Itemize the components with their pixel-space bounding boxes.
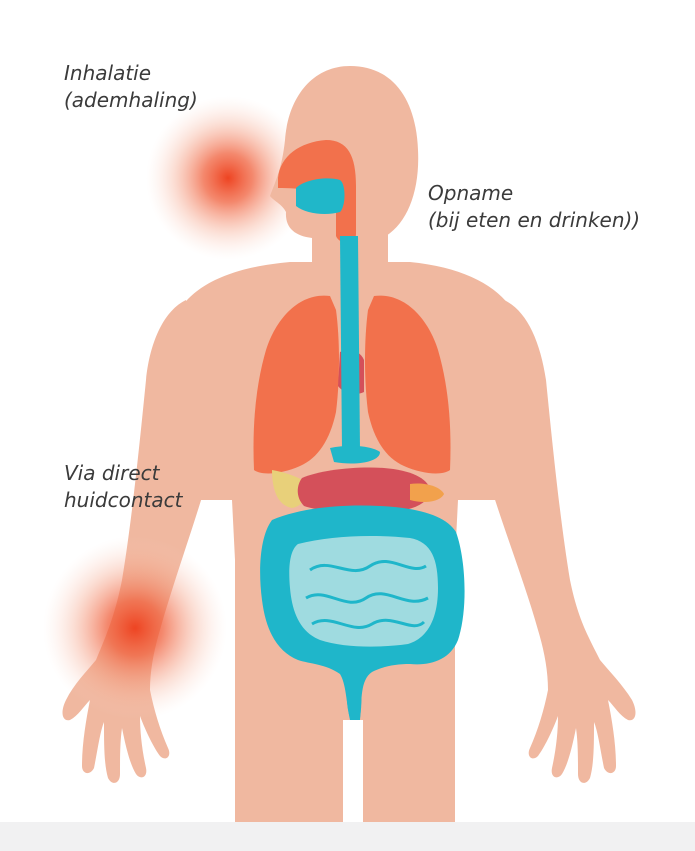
label-inhalation-line2: (ademhaling) [64, 87, 198, 114]
trachea [340, 236, 360, 450]
label-skin-contact: Via direct huidcontact [64, 460, 182, 514]
label-ingestion-line1: Opname [428, 180, 640, 207]
rectum [347, 672, 362, 718]
label-ingestion: Opname (bij eten en drinken)) [428, 180, 640, 234]
label-ingestion-line2: (bij eten en drinken)) [428, 207, 640, 234]
oral-cavity [296, 178, 345, 214]
skin-exposure-glow [43, 536, 227, 720]
small-intestine [289, 536, 438, 647]
label-inhalation: Inhalatie (ademhaling) [64, 60, 198, 114]
leg-gap [343, 720, 363, 822]
label-inhalation-line1: Inhalatie [64, 60, 198, 87]
label-skin-line1: Via direct [64, 460, 182, 487]
label-skin-line2: huidcontact [64, 487, 182, 514]
right-arm [486, 300, 635, 783]
